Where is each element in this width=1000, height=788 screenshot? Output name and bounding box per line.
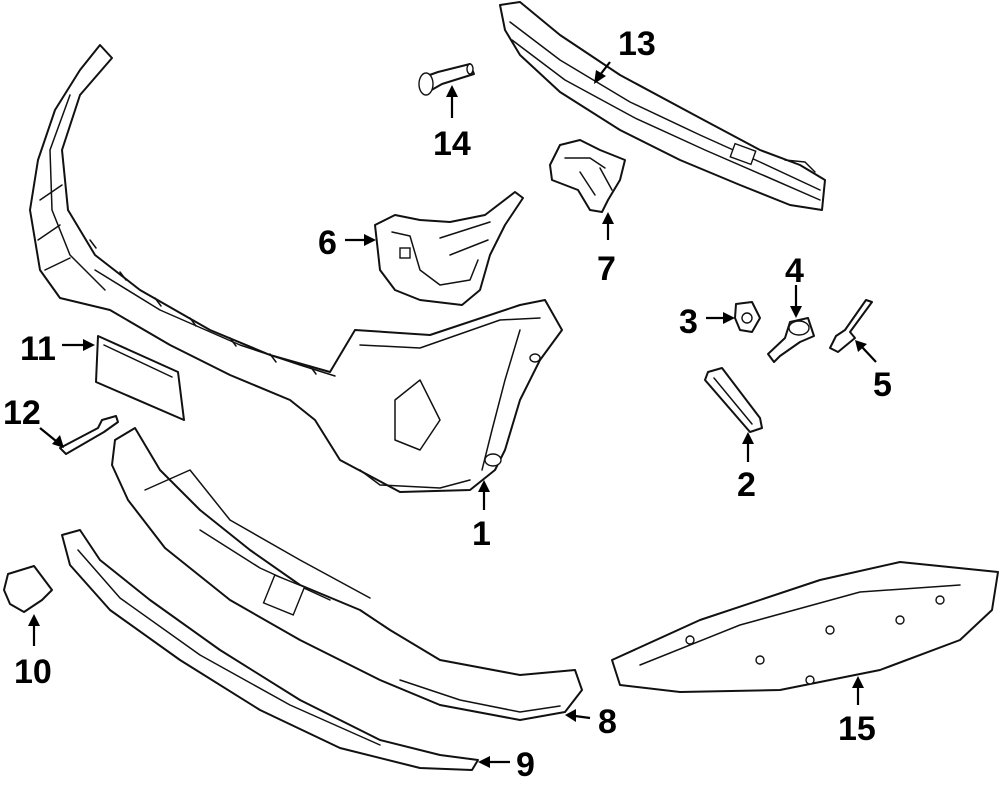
callout-5: 5 [873,366,892,404]
callout-13: 13 [618,25,656,63]
callout-12: 12 [3,394,41,432]
clip-part-3[interactable] [734,301,761,333]
callout-2: 2 [737,466,756,504]
lower-valance-part-8[interactable] [111,427,583,721]
callout-10: 10 [14,653,52,691]
license-bracket-part-11[interactable] [95,335,185,421]
callout-8: 8 [598,703,617,741]
callout-7: 7 [597,250,616,288]
bracket-part-6[interactable] [374,191,524,306]
callout-1: 1 [472,515,491,553]
cover-part-10[interactable] [3,565,53,613]
bracket-part-2[interactable] [704,367,763,433]
splash-shield-part-15[interactable] [611,561,999,693]
callout-9: 9 [516,746,535,784]
callout-3: 3 [679,303,698,341]
callout-15: 15 [838,710,876,748]
callout-6: 6 [318,224,337,262]
reinforcement-beam-part-13[interactable] [499,1,826,211]
push-pin-part-5[interactable] [829,299,873,353]
callout-11: 11 [20,330,56,368]
bolt-part-14[interactable] [418,63,475,96]
callout-4: 4 [785,252,804,290]
push-pin-part-12[interactable] [59,415,119,455]
bolt-part-4[interactable] [767,317,815,363]
bracket-part-7[interactable] [549,139,626,213]
leader-lines [28,61,877,768]
bumper-cover-part-1[interactable] [29,44,563,493]
lower-spoiler-part-9[interactable] [61,529,479,771]
callout-14: 14 [433,125,471,163]
callout-labels: 13 14 6 7 3 4 5 2 11 12 1 10 8 9 15 [3,25,892,784]
